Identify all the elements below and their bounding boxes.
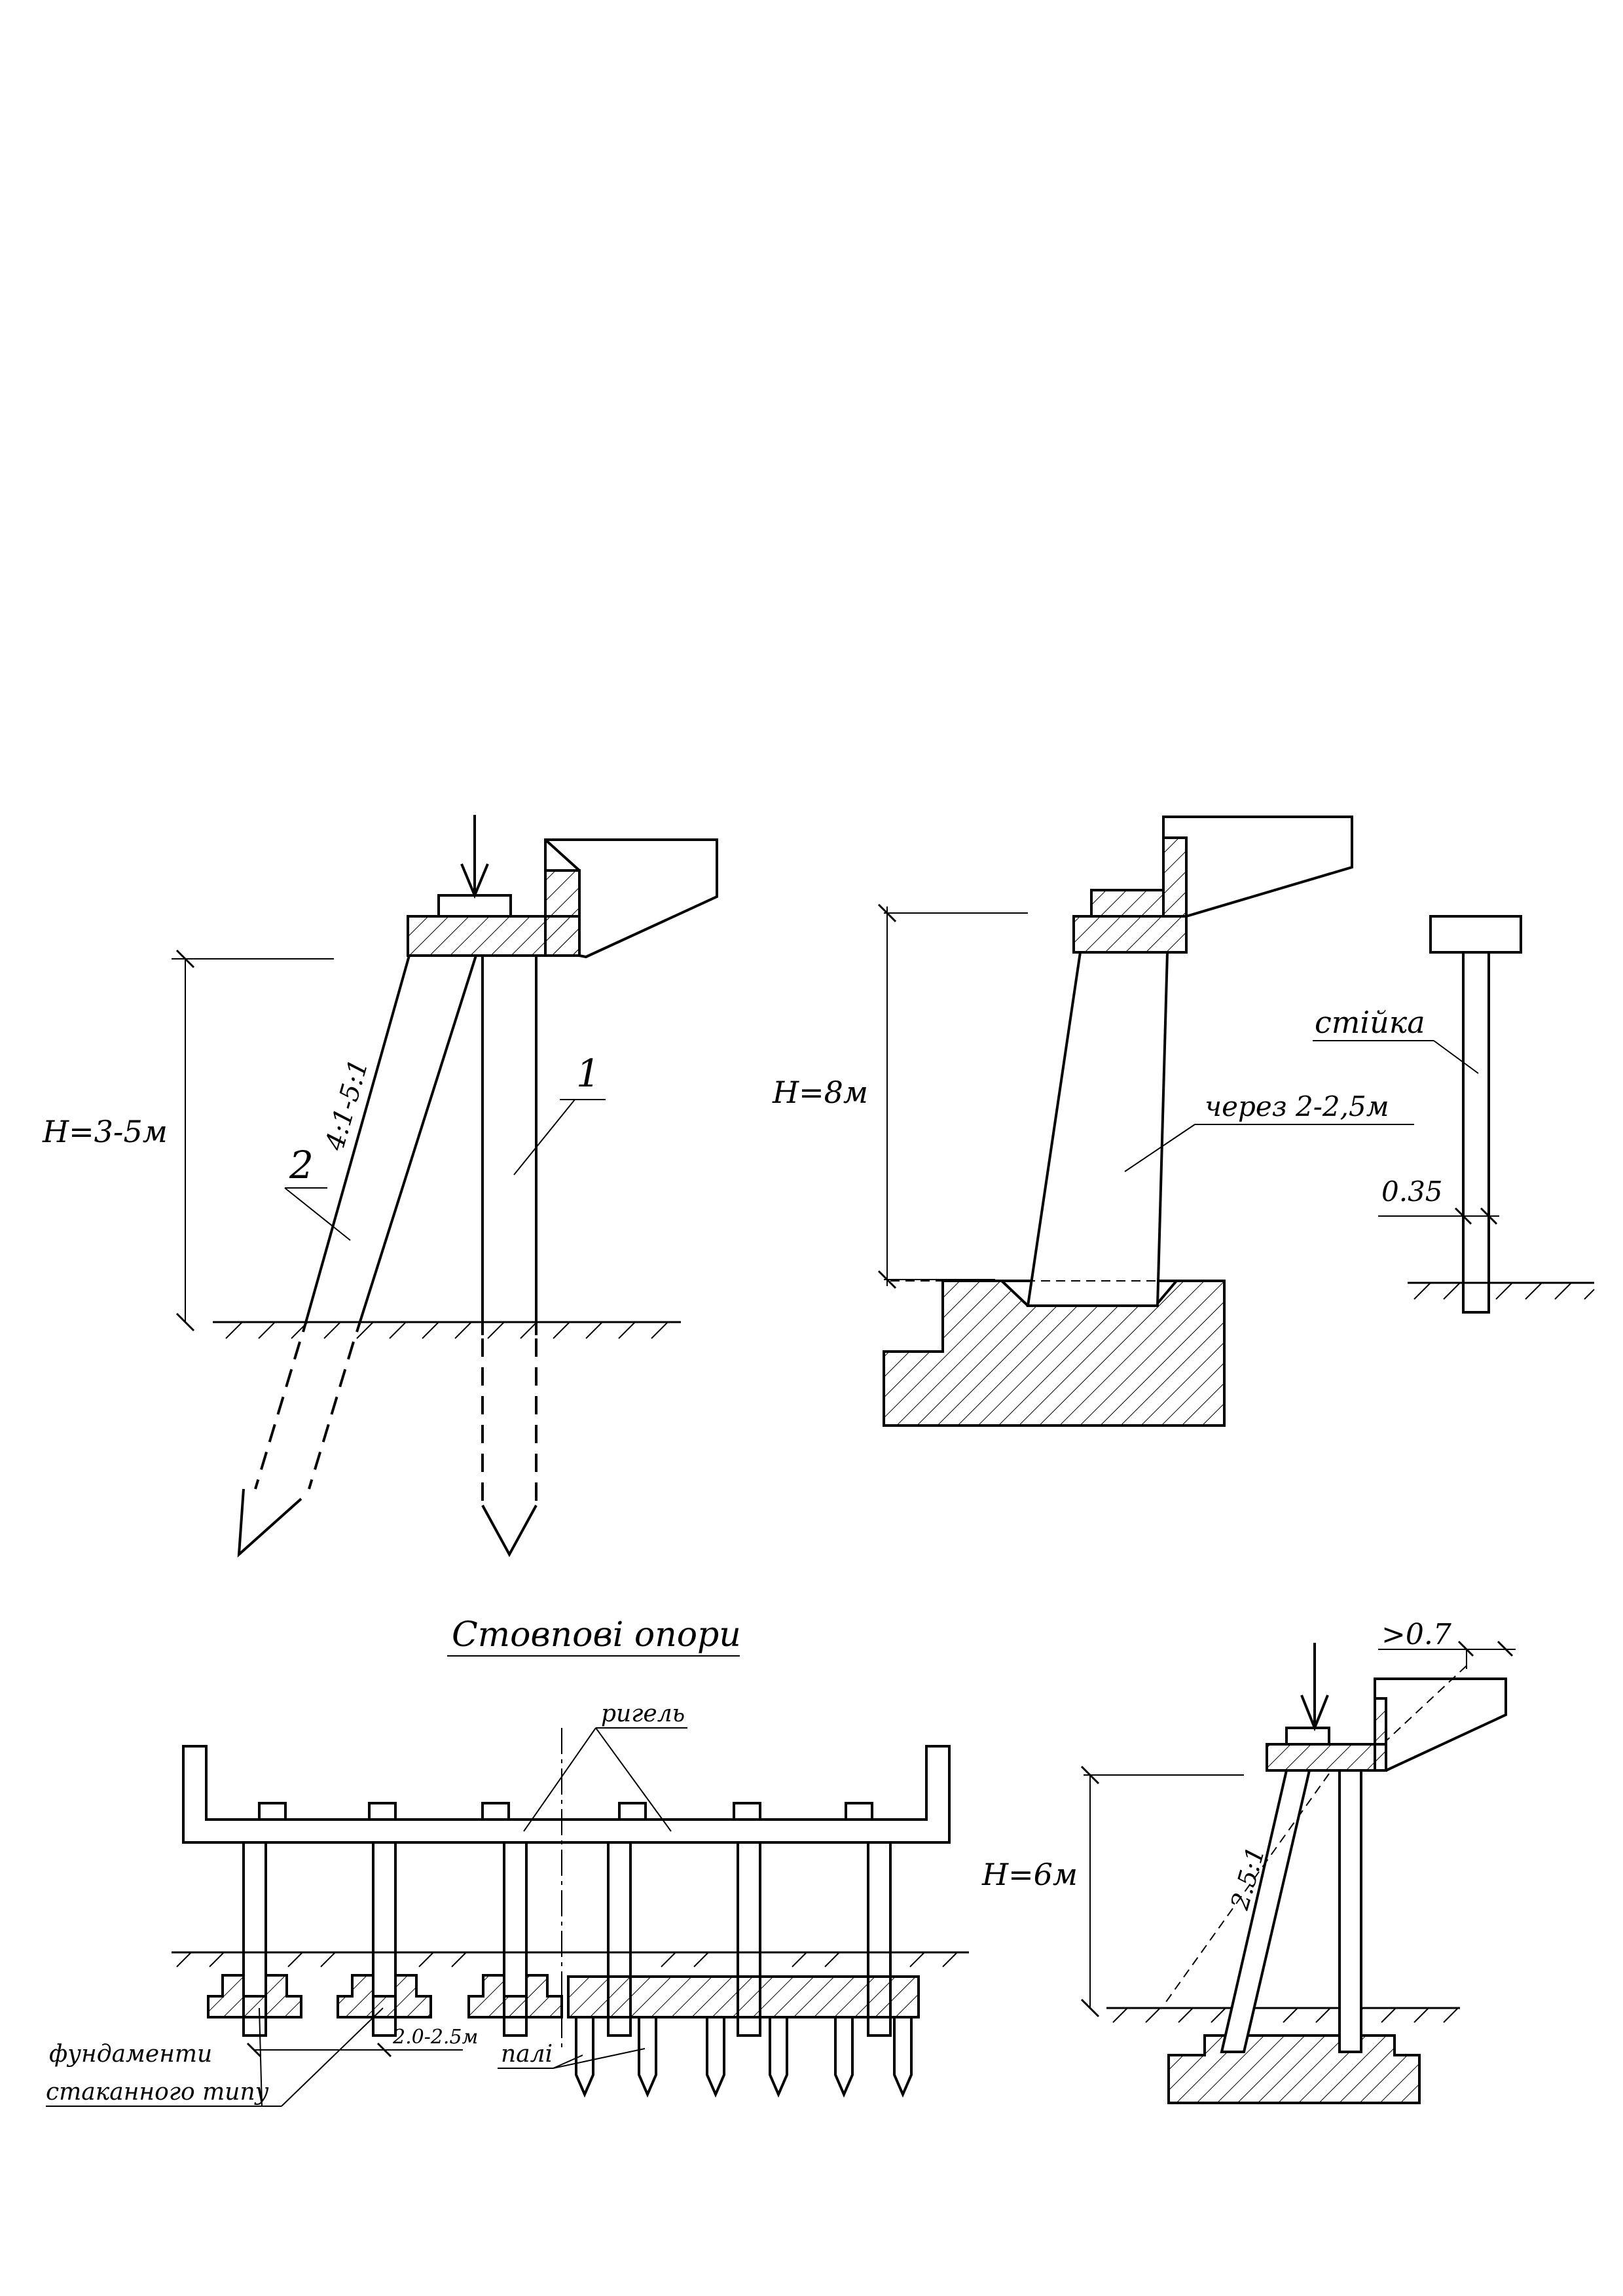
figure-column-support: H=8м через 2-2,5м <box>772 816 1414 1427</box>
strut-foundation <box>1167 2034 1421 2104</box>
figure-strut-support: H=6м >0.7 2.5:1 <box>981 1618 1516 2104</box>
label-2-2.5: 2.0-2.5м <box>392 2026 478 2049</box>
label-h-6: H=6м <box>981 1857 1078 1892</box>
short-piles <box>575 2017 913 2098</box>
figure-pile-support: H=3-5м 4:1-5:1 1 2 <box>42 815 718 1558</box>
label-fund-2: стаканного типу <box>46 2079 269 2106</box>
label-gt-07: >0.7 <box>1381 1618 1451 1651</box>
label-stiyka: стійка <box>1315 1005 1425 1040</box>
backwall <box>544 869 581 957</box>
post-cap <box>1429 915 1522 954</box>
drawing-title: Стовпові опори <box>452 1615 741 1655</box>
label-rygel: ригель <box>601 1700 685 1727</box>
vertical-pile <box>481 956 538 1558</box>
label-h-8: H=8м <box>772 1075 868 1110</box>
column-cap <box>1072 915 1188 954</box>
label-fund-1: фундаменти <box>49 2041 212 2068</box>
figure-post: стійка 0.35 <box>1313 915 1595 1314</box>
label-2: 2 <box>289 1143 314 1187</box>
stepped-foundation <box>883 1280 1226 1427</box>
strut-column <box>1338 1769 1362 2053</box>
post <box>1462 951 1490 1314</box>
strut-cap <box>1266 1743 1387 1772</box>
label-pali: палі <box>501 2041 553 2068</box>
ground-hatch <box>225 1321 668 1339</box>
crossbeam <box>182 1745 951 1844</box>
column-pad <box>1090 889 1165 918</box>
raked-pile <box>237 955 477 1558</box>
label-h-3-5: H=3-5м <box>42 1114 168 1149</box>
tapered-column <box>1026 951 1169 1307</box>
pile-grillage <box>567 1975 920 2018</box>
figure-multi-column: ригель фундаменти стаканного типу 2.0-2.… <box>46 1700 969 2107</box>
socket-foundations <box>207 1974 563 2018</box>
bearings <box>258 1802 873 1821</box>
label-035: 0.35 <box>1381 1175 1443 1208</box>
label-1: 1 <box>576 1051 600 1096</box>
label-cherez: через 2-2,5м <box>1205 1090 1389 1122</box>
